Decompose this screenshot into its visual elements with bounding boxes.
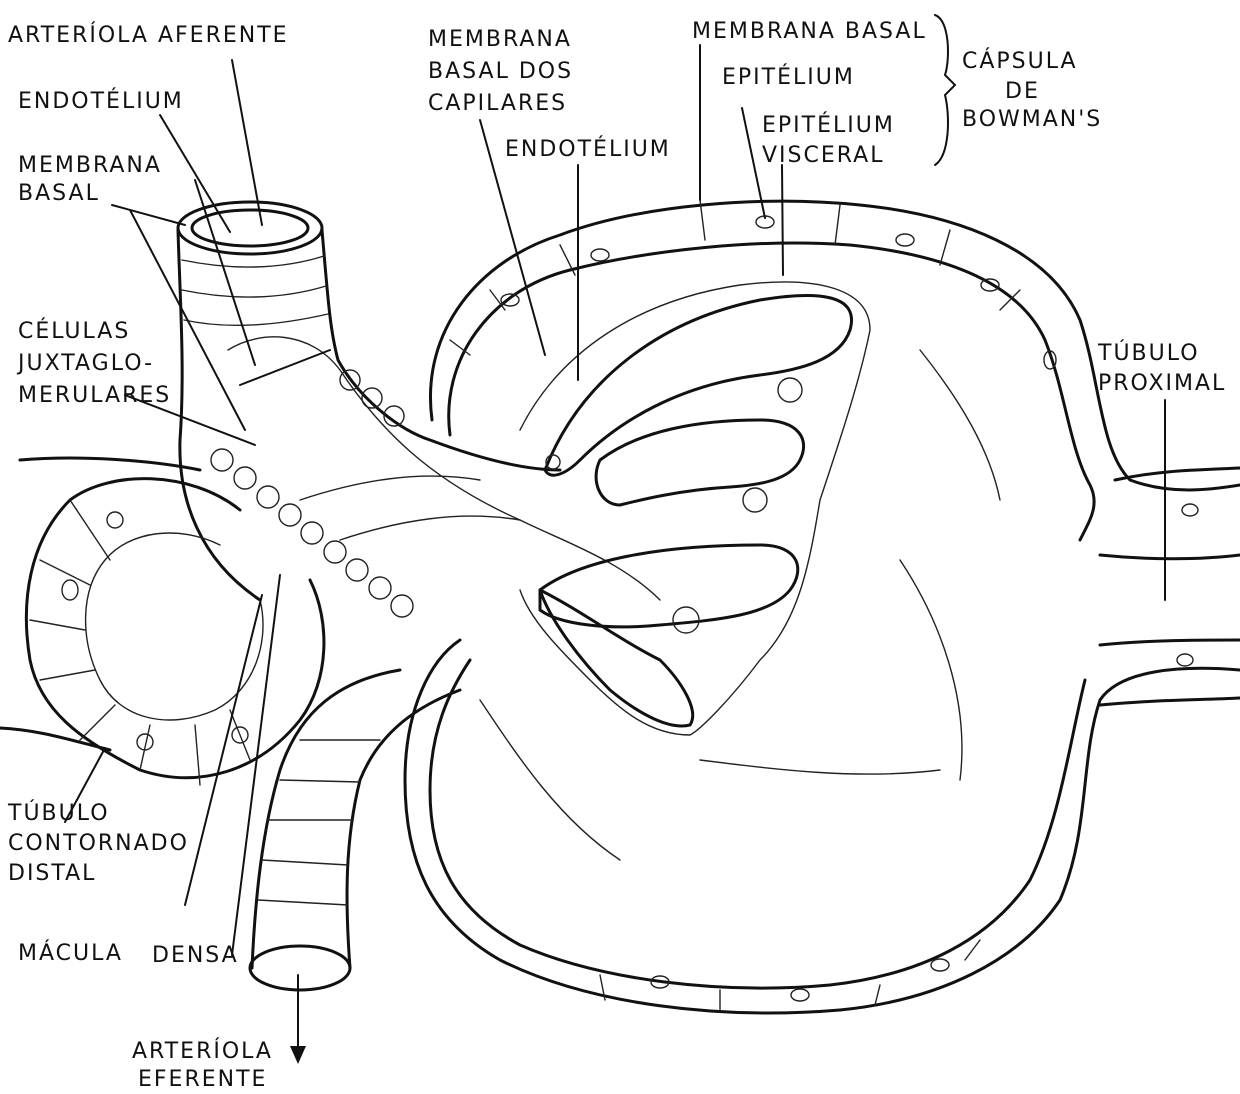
efferent-arrow-head (290, 1046, 306, 1064)
label-tubulo-distal-1: TÚBULO (8, 800, 110, 828)
afferent-arteriole-lumen-wall (228, 337, 660, 600)
label-celulas-2: JUXTAGLO- (18, 350, 154, 378)
label-arteriola-aferente: ARTERÍOLA AFERENTE (8, 22, 289, 50)
leader-endotelium-left-b (195, 180, 255, 365)
capillary-nucleus-1 (778, 378, 802, 402)
proximal-tubule-wall-low (1100, 640, 1240, 645)
afferent-arteriole-lumen (192, 210, 308, 246)
label-endotelium-center: ENDOTÉLIUM (505, 136, 671, 164)
leader-endotelium-left-a (160, 115, 230, 232)
leader-epitelium-visceral (782, 165, 783, 275)
label-membrana-basal-left-2: BASAL (18, 180, 100, 208)
label-arteriola-eferente-1: ARTERÍOLA (132, 1038, 273, 1066)
label-membrana-basal-top: MEMBRANA BASAL (692, 18, 927, 46)
label-arteriola-eferente-2: EFERENTE (138, 1066, 267, 1094)
capillary-nucleus-3 (673, 607, 699, 633)
efferent-arteriole-cells (258, 740, 380, 905)
label-tubulo-distal-2: CONTORNADO (8, 830, 189, 858)
label-membrana-capilares-3: CAPILARES (428, 90, 567, 118)
label-epitelium-visceral-1: EPITÉLIUM (762, 112, 895, 140)
afferent-arteriole-right-wall (322, 230, 560, 470)
label-membrana-basal-left-1: MEMBRANA (18, 152, 162, 180)
label-densa: DENSA (152, 942, 239, 970)
label-epitelium: EPITÉLIUM (722, 64, 855, 92)
label-tubulo-distal-3: DISTAL (8, 860, 96, 888)
proximal-tubule-wall-mid (1100, 555, 1240, 559)
capsula-bracket (935, 15, 955, 165)
outer-contour-top (20, 458, 200, 470)
distal-tubule-cells (30, 500, 250, 785)
label-epitelium-visceral-2: VISCERAL (762, 142, 884, 170)
label-capsula-1: CÁPSULA (962, 48, 1078, 76)
distal-tubule-inner (86, 533, 263, 720)
capillary-loop-1 (545, 295, 852, 475)
visceral-epithelium-outline (520, 282, 870, 735)
proximal-tubule-wall-top (1115, 468, 1240, 480)
bowman-capsule-lower-inner (430, 660, 1085, 988)
efferent-arteriole-opening (250, 946, 350, 990)
label-celulas-3: MERULARES (18, 382, 171, 410)
capillary-nucleus-2 (743, 488, 767, 512)
leader-arteriola-aferente (232, 60, 262, 225)
proximal-tubule-wall-bottom (1100, 698, 1240, 705)
leader-membrana-basal-left-a (112, 205, 185, 225)
efferent-arteriole-left-wall (252, 670, 400, 968)
label-membrana-capilares-2: BASAL DOS (428, 58, 573, 86)
capillary-loop-4 (540, 590, 693, 726)
label-tubulo-proximal-2: PROXIMAL (1098, 370, 1226, 398)
juxtaglomerular-cells (211, 370, 413, 617)
bowman-capsule-lower-outer (405, 640, 1240, 1013)
label-membrana-capilares-1: MEMBRANA (428, 26, 572, 54)
label-endotelium-left: ENDOTÉLIUM (18, 88, 184, 116)
efferent-arteriole-right-wall (347, 690, 460, 968)
capillary-loop-3 (540, 545, 798, 627)
label-capsula-2: DE (1005, 78, 1040, 106)
label-macula: MÁCULA (18, 940, 123, 968)
capillary-loop-2 (596, 420, 804, 505)
leader-celulas-b (240, 350, 330, 385)
label-celulas-1: CÉLULAS (18, 318, 130, 346)
afferent-arteriole-bands (182, 256, 328, 325)
label-tubulo-proximal-1: TÚBULO (1098, 340, 1200, 368)
outer-contour-bottom (0, 728, 110, 750)
label-capsula-3: BOWMAN'S (962, 106, 1102, 134)
